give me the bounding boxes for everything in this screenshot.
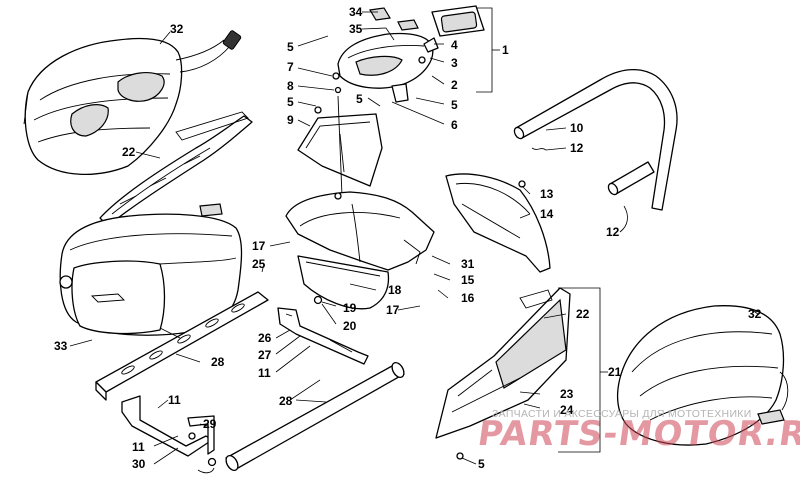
watermark-tagline: ЗАПЧАСТИ И АКСЕССУАРЫ ДЛЯ МОТОТЕХНИКИ	[492, 408, 752, 420]
callout-7: 7	[287, 60, 294, 74]
callout-31: 31	[461, 257, 475, 271]
callout-32: 32	[748, 307, 762, 321]
cross-bar-upper	[95, 291, 269, 401]
callout-17: 17	[386, 303, 400, 317]
callout-5: 5	[356, 92, 363, 106]
fastener-stack	[332, 72, 343, 197]
cross-bar-lower	[225, 361, 405, 472]
callout-22: 22	[122, 145, 136, 159]
callout-21: 21	[608, 365, 622, 379]
mount-bracket-lower	[121, 395, 217, 474]
callout-27: 27	[258, 348, 272, 362]
callout-30: 30	[132, 457, 146, 471]
saddlebag-right	[616, 305, 789, 446]
callout-11: 11	[258, 366, 271, 380]
saddlebag-left-top	[23, 30, 242, 175]
leader-lines	[69, 7, 759, 465]
callout-12: 12	[606, 225, 620, 239]
callout-19: 19	[343, 301, 357, 315]
callout-28: 28	[211, 355, 225, 369]
callout-28: 28	[279, 394, 293, 408]
callout-25: 25	[252, 257, 266, 271]
callout-5: 5	[287, 95, 294, 109]
callout-29: 29	[203, 417, 217, 431]
callout-17: 17	[252, 239, 266, 253]
callout-20: 20	[343, 319, 357, 333]
callout-11: 11	[168, 393, 181, 407]
callout-35: 35	[349, 22, 363, 36]
callout-23: 23	[560, 387, 574, 401]
callout-34: 34	[349, 5, 363, 19]
saddlebag-left-lower	[59, 213, 243, 336]
watermark-logo: PARTS-MOTOR.RU	[475, 414, 800, 454]
callout-16: 16	[461, 291, 475, 305]
side-panel-right	[445, 173, 551, 273]
callout-5: 5	[478, 457, 485, 471]
callout-4: 4	[451, 38, 458, 52]
callout-9: 9	[287, 113, 294, 127]
mount-bracket-mid	[277, 307, 369, 365]
mud-flap	[297, 255, 390, 310]
callout-24: 24	[560, 403, 574, 417]
callout-2: 2	[451, 78, 458, 92]
callout-15: 15	[461, 273, 475, 287]
rear-fender	[285, 191, 435, 271]
callout-12: 12	[570, 141, 584, 155]
callout-8: 8	[287, 79, 294, 93]
callout-13: 13	[540, 187, 554, 201]
callout-5: 5	[451, 98, 458, 112]
grab-bar	[513, 69, 678, 211]
side-panel-lower-assembly	[435, 287, 571, 460]
callout-11: 11	[132, 440, 145, 454]
callout-26: 26	[258, 331, 272, 345]
callout-3: 3	[451, 56, 458, 70]
callout-32: 32	[170, 22, 184, 36]
side-rail-left	[99, 111, 253, 227]
tail-light-assembly	[337, 5, 485, 103]
callout-5: 5	[287, 40, 294, 54]
callout-10: 10	[570, 121, 584, 135]
callout-22: 22	[576, 307, 590, 321]
callout-33: 33	[54, 339, 68, 353]
callout-14: 14	[540, 207, 554, 221]
callout-1: 1	[502, 43, 509, 57]
callout-6: 6	[451, 118, 458, 132]
callout-18: 18	[388, 283, 402, 297]
